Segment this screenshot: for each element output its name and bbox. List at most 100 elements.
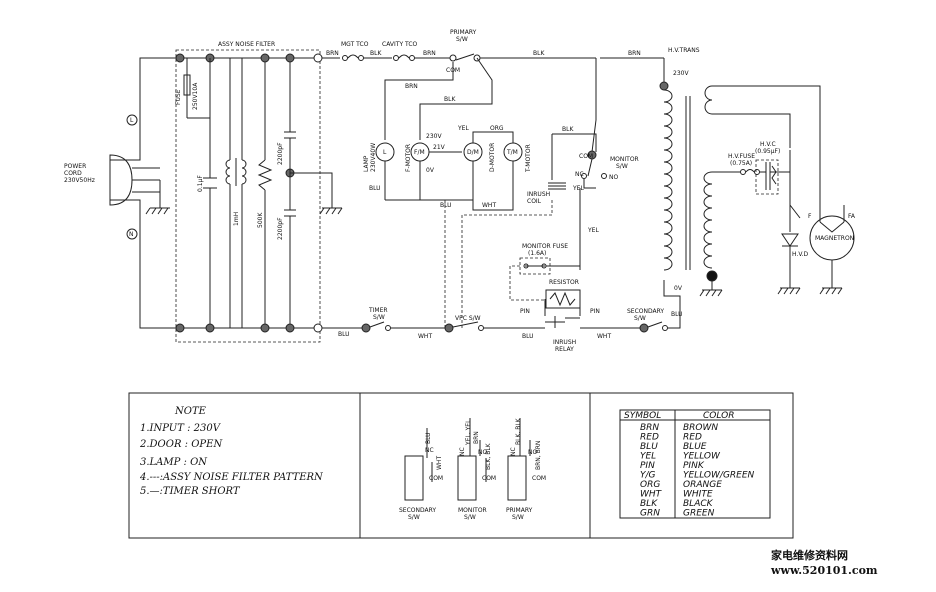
svg-text:S/W: S/W [512,514,524,521]
wire-label-brn-2: BRN [423,50,436,57]
secondary-switch-diagram: BLU WHT NC COM SECONDARY S/W [399,428,443,521]
wire-label-blu-2: BLU [440,202,452,209]
svg-text:PRIMARY: PRIMARY [450,29,477,36]
svg-text:D/M: D/M [467,149,479,156]
color-symbol: ORG [640,480,660,490]
color-name: ORANGE [683,480,722,490]
ground-symbol [319,207,343,215]
svg-text:S/W: S/W [408,514,420,521]
svg-text:WHT: WHT [436,456,443,470]
watermark: 家电维修资料网 www.520101.com [770,548,878,577]
svg-text:F/M: F/M [414,149,425,156]
svg-text:S/W: S/W [464,514,476,521]
svg-text:BRN, BRN: BRN, BRN [535,441,542,470]
svg-text:PIN: PIN [520,308,530,315]
svg-text:MONITOR: MONITOR [610,156,639,163]
svg-text:NC: NC [459,447,466,456]
hv-capacitor: H.V.C (0.95μF) [755,141,801,219]
svg-text:SYMBOL: SYMBOL [624,411,661,421]
svg-text:0V: 0V [426,167,435,174]
color-name: BLUE [683,442,707,452]
svg-text:250V10A: 250V10A [192,82,199,110]
svg-text:BLK, BLK: BLK, BLK [485,442,492,470]
svg-text:L: L [383,149,387,156]
ground-symbol [819,287,843,295]
power-cord-label-3: 230V50Hz [64,177,95,184]
svg-text:NC: NC [425,447,434,454]
svg-text:F: F [808,213,812,220]
note-item: 1.INPUT : 230V [140,423,222,434]
secondary-switch: SECONDARY S/W [627,308,668,333]
svg-text:PIN: PIN [590,308,600,315]
color-symbol: BRN [640,423,659,433]
inrush-relay: INRUSH RELAY [545,316,580,353]
color-name: BROWN [683,423,718,433]
color-symbol: YEL [640,452,656,462]
svg-text:T/M: T/M [506,149,518,156]
wire-label-wht-1: WHT [482,202,496,209]
color-symbol: GRN [640,509,660,519]
watermark-url: www.520101.com [770,564,878,577]
ground-symbol [699,281,723,297]
svg-text:MONITOR FUSE: MONITOR FUSE [522,243,568,250]
svg-text:1mH: 1mH [233,212,240,226]
svg-text:H.V.TRANS: H.V.TRANS [668,47,700,54]
color-name: RED [683,433,702,443]
wire-label-blu-1: BLU [338,331,350,338]
power-cord-label-1: POWER [64,163,86,170]
magnetron: MAGNETRON F FA [808,205,856,288]
svg-text:INRUSH: INRUSH [527,191,550,198]
svg-text:COM: COM [429,475,443,482]
svg-text:RELAY: RELAY [555,346,574,353]
svg-text:H.V.FUSE: H.V.FUSE [728,153,755,160]
svg-text:COIL: COIL [527,198,542,205]
svg-text:SECONDARY: SECONDARY [627,308,664,315]
notes-title: NOTE [174,406,207,417]
primary-switch-diagram: NC BLK, BLK BRN, BRN NO COM PRIMARY S/W [506,417,546,521]
svg-text:BLK: BLK [562,126,574,133]
filter-nodes [175,53,323,333]
color-name: YELLOW [683,452,721,462]
hv-fuse: H.V.FUSE (0.75A) [728,153,766,175]
svg-text:BLU: BLU [369,185,381,192]
noise-filter-label: ASSY NOISE FILTER [218,41,275,48]
svg-text:COLOR: COLOR [703,411,734,421]
svg-text:L: L [130,117,134,124]
svg-text:YEL: YEL [572,185,584,192]
note-item: 2.DOOR : OPEN [139,439,223,450]
svg-text:2200pF: 2200pF [277,142,284,165]
turntable-motor: T/M T-MOTOR [503,142,532,200]
svg-text:COM: COM [532,475,546,482]
color-name: WHITE [683,490,713,500]
monitor-fuse: MONITOR FUSE (1.6A) [509,243,580,301]
primary-switch: PRIMARY S/W COM [446,29,481,74]
color-symbol: WHT [640,490,663,500]
svg-text:S/W: S/W [373,314,385,321]
color-symbol: PIN [640,461,655,471]
noise-filter-outline [175,49,321,343]
svg-text:BLK, BLK: BLK, BLK [515,417,522,445]
svg-text:NO: NO [478,449,487,456]
wire-label-wht-3: WHT [597,333,611,340]
color-symbol: BLU [640,442,658,452]
lamp: L LAMP 230V40W BLU [363,142,395,200]
notes: NOTE 1.INPUT : 230V 2.DOOR : OPEN 3.LAMP… [139,406,324,497]
svg-text:MGT TCO: MGT TCO [341,41,369,48]
wire-label-brn-1: BRN [326,50,339,57]
svg-text:2200pF: 2200pF [277,217,284,240]
note-item: 5.—:TIMER SHORT [140,486,241,497]
monitor-switch: BLK COM NC NO MONITOR S/W YEL YEL [552,126,639,270]
svg-text:SECONDARY: SECONDARY [399,507,436,514]
ground-symbol [145,207,170,215]
svg-text:F-MOTOR: F-MOTOR [405,144,412,172]
svg-text:TIMER: TIMER [368,307,388,314]
color-name: BLACK [683,499,714,509]
info-panel [128,392,794,539]
svg-text:NO: NO [609,174,618,181]
power-cord: POWER CORD 230V50Hz [64,154,161,208]
svg-text:N: N [129,231,134,238]
hv-transformer: H.V.TRANS 230V 0V [659,47,821,292]
fan-motor: F/M F-MOTOR 230V 21V 0V [405,133,446,200]
